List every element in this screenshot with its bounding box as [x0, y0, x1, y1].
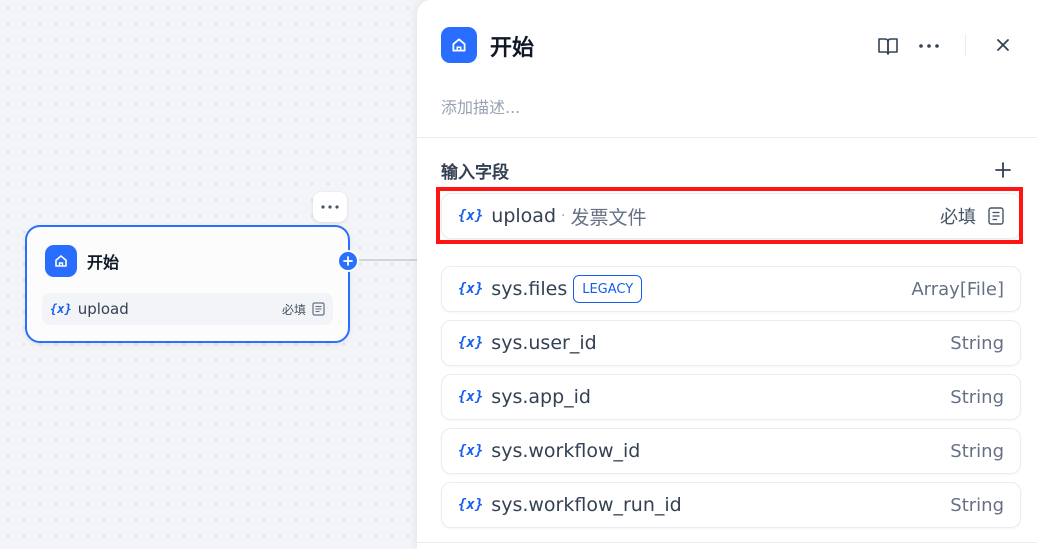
field-type: String: [950, 494, 1004, 516]
input-fields-title: 输入字段: [441, 163, 509, 183]
field-type: Array[File]: [911, 278, 1004, 300]
docs-button[interactable]: [874, 32, 902, 60]
field-name: sys.user_id: [491, 332, 597, 354]
system-field-workflow-id: {x} sys.workflow_id String: [441, 428, 1021, 474]
node-config-panel: 开始 添加描述... 输入字段 {x} upload · 发票文件 必填: [417, 0, 1037, 549]
variable-icon: {x}: [458, 389, 484, 405]
variable-icon: {x}: [458, 497, 484, 513]
add-input-field-button[interactable]: [991, 158, 1015, 182]
field-type: String: [950, 386, 1004, 408]
description-input[interactable]: 添加描述...: [441, 98, 521, 117]
home-icon: [45, 245, 77, 277]
field-name: sys.app_id: [491, 386, 591, 408]
field-separator: ·: [561, 208, 566, 224]
field-type: String: [950, 440, 1004, 462]
start-node[interactable]: 开始 {x} upload 必填: [25, 225, 350, 343]
field-label: 发票文件: [570, 206, 647, 229]
add-next-node-button[interactable]: [337, 250, 359, 272]
node-variable-name: upload: [77, 300, 129, 318]
variable-icon: {x}: [458, 335, 484, 351]
panel-divider: [417, 137, 1037, 138]
plus-icon: [995, 162, 1011, 178]
system-field-files: {x} sys.files LEGACY Array[File]: [441, 266, 1021, 312]
field-type: String: [950, 332, 1004, 354]
variable-icon: {x}: [458, 281, 484, 297]
toolbar-divider: [965, 34, 966, 56]
field-name: sys.workflow_run_id: [491, 494, 682, 516]
document-icon: [312, 302, 325, 316]
input-field-upload[interactable]: {x} upload · 发票文件 必填: [441, 193, 1021, 239]
document-icon: [988, 207, 1004, 225]
field-name: sys.workflow_id: [491, 440, 641, 462]
legacy-badge: LEGACY: [573, 275, 643, 303]
system-field-user-id: {x} sys.user_id String: [441, 320, 1021, 366]
book-open-icon: [878, 38, 898, 55]
home-icon: [441, 27, 477, 63]
node-edge: [359, 259, 419, 261]
system-field-workflow-run-id: {x} sys.workflow_run_id String: [441, 482, 1021, 528]
field-name: upload: [491, 205, 557, 227]
plus-icon: [343, 256, 353, 266]
variable-icon: {x}: [458, 443, 484, 459]
node-variable-row: {x} upload 必填: [42, 293, 333, 325]
system-field-app-id: {x} sys.app_id String: [441, 374, 1021, 420]
required-label: 必填: [281, 302, 306, 317]
node-title: 开始: [87, 253, 120, 272]
node-more-button[interactable]: [313, 192, 347, 222]
panel-more-button[interactable]: [915, 32, 943, 60]
panel-bottom-divider: [417, 542, 1037, 543]
more-horizontal-icon: [919, 44, 939, 48]
panel-title[interactable]: 开始: [490, 36, 535, 61]
close-panel-button[interactable]: [989, 31, 1017, 59]
required-label: 必填: [940, 207, 976, 228]
more-horizontal-icon: [321, 205, 339, 209]
variable-icon: {x}: [50, 302, 72, 316]
variable-icon: {x}: [458, 208, 484, 224]
node-header: 开始: [45, 245, 119, 277]
field-name: sys.files: [491, 278, 568, 300]
close-icon: [997, 39, 1009, 51]
